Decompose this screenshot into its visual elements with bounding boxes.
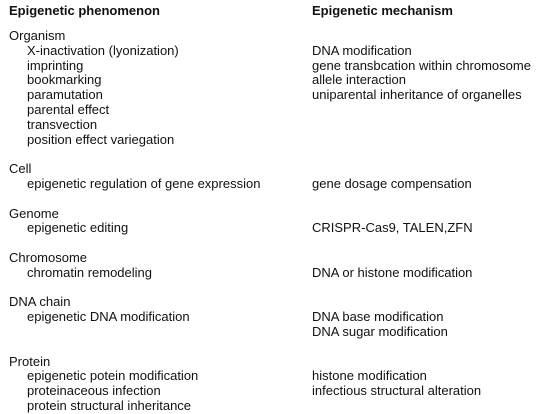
phenomenon-cell: chromatin remodeling [27, 264, 153, 280]
table-row: bookmarking allele interaction [9, 73, 545, 88]
table-row: protein structural inheritance [9, 397, 545, 414]
table-row: X-inactivation (lyonization) DNA modifica… [9, 42, 545, 59]
table-row: parental effect [9, 101, 545, 118]
table-row: proteinaceous infection infectious struct… [9, 383, 545, 399]
group-title: Cell [9, 161, 32, 177]
table-row: paramutation uniparental inheritance of o… [9, 87, 545, 103]
epigenetics-table: Epigenetic phenomenon Epigenetic mechani… [9, 3, 545, 414]
table-row: position effect variegation [9, 131, 545, 148]
mechanism-cell: DNA modification [312, 42, 412, 58]
phenomenon-cell: epigenetic editing [27, 220, 129, 236]
group-title: Organism [9, 28, 66, 43]
phenomenon-cell: paramutation [27, 87, 103, 103]
table-row: epigenetic potein modification histone mo… [9, 369, 545, 384]
mechanism-cell: infectious structural alteration [312, 383, 482, 399]
phenomenon-cell: proteinaceous infection [27, 383, 161, 399]
phenomenon-cell: transvection [27, 116, 98, 132]
group-spacer [9, 281, 545, 296]
phenomenon-cell: imprinting [27, 57, 84, 73]
mechanism-cell: gene transbcation within chromosome [312, 57, 531, 73]
table-row: epigenetic regulation of gene expression… [9, 175, 545, 192]
phenomenon-cell: bookmarking [27, 72, 102, 88]
table-row: transvection [9, 116, 545, 133]
mechanism-cell: DNA sugar modification [312, 323, 448, 339]
table-row: imprinting gene transbcation within chrom… [9, 57, 545, 74]
group-spacer [9, 236, 545, 251]
mechanism-cell: DNA base modification [312, 309, 444, 325]
mechanism-cell: CRISPR-Cas9, TALEN,ZFN [312, 220, 473, 236]
table-header: Epigenetic phenomenon Epigenetic mechani… [9, 3, 545, 29]
header-phenomenon: Epigenetic phenomenon [9, 3, 160, 18]
group-title: Genome [9, 205, 59, 221]
group-spacer [9, 147, 545, 162]
group-title: Chromosome [9, 249, 88, 265]
phenomenon-cell: epigenetic potein modification [27, 368, 199, 384]
phenomenon-cell: parental effect [27, 101, 110, 117]
table-row: epigenetic editing CRISPR-Cas9, TALEN,ZFN [9, 221, 545, 236]
mechanism-cell: allele interaction [312, 72, 406, 88]
group-title: Protein [9, 353, 51, 369]
table-row: chromatin remodeling DNA or histone modif… [9, 264, 545, 281]
table-row: epigenetic DNA modification DNA base modi… [9, 309, 545, 325]
phenomenon-cell: position effect variegation [27, 131, 175, 147]
group-spacer [9, 340, 545, 355]
phenomenon-cell: epigenetic regulation of gene expression [27, 175, 261, 191]
phenomenon-cell: epigenetic DNA modification [27, 309, 190, 325]
header-mechanism: Epigenetic mechanism [312, 3, 453, 18]
group-spacer [9, 192, 545, 207]
phenomenon-cell: protein structural inheritance [27, 397, 192, 413]
mechanism-cell: DNA or histone modification [312, 264, 473, 280]
group-title: DNA chain [9, 294, 71, 310]
table-row: DNA sugar modification [9, 323, 545, 340]
mechanism-cell: gene dosage compensation [312, 175, 472, 191]
mechanism-cell: uniparental inheritance of organelles [312, 87, 522, 103]
mechanism-cell: histone modification [312, 368, 427, 384]
phenomenon-cell: X-inactivation (lyonization) [27, 42, 179, 58]
